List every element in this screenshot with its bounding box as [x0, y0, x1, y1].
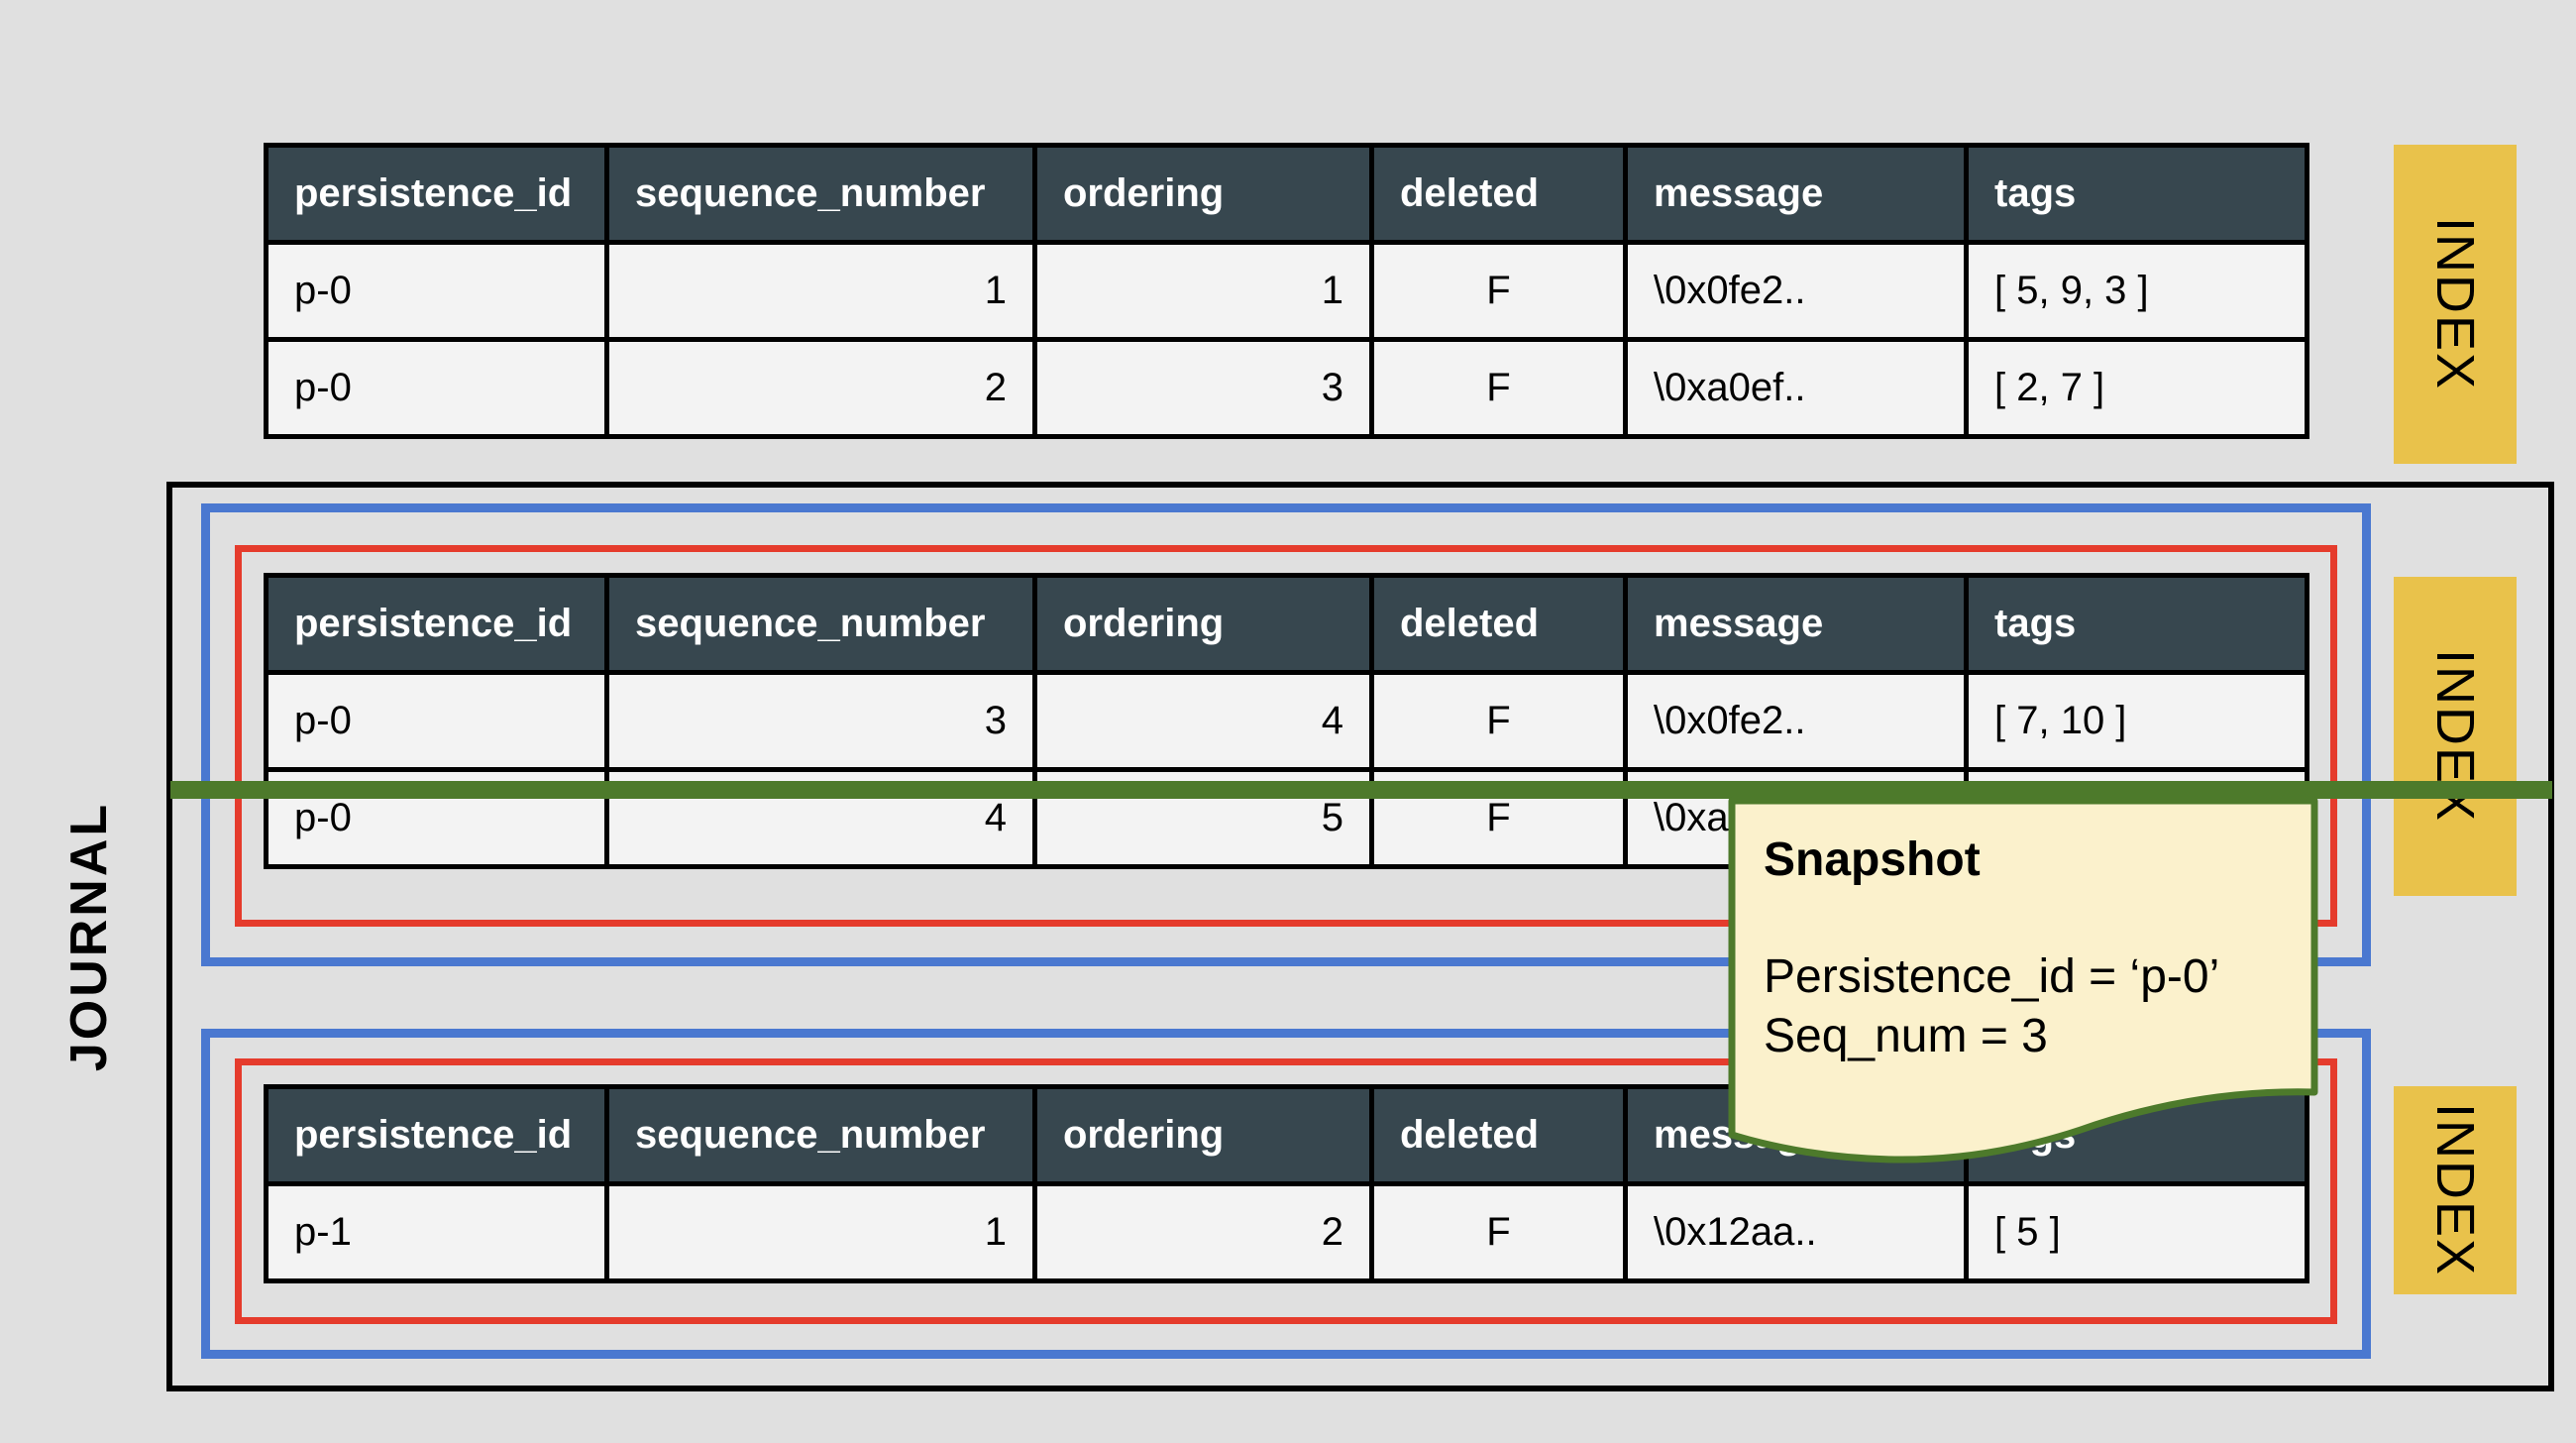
- index-label: INDEX: [2425, 1103, 2485, 1277]
- message-cell: \0x12aa..: [1623, 1181, 1969, 1283]
- tags-cell: [ 5 ]: [1964, 1181, 2309, 1283]
- deleted-cell: F: [1369, 240, 1628, 342]
- persistence-id-cell: p-0: [264, 240, 609, 342]
- table-row: p-0 2 3 F \0xa0ef.. [ 2, 7 ]: [264, 337, 2309, 439]
- deleted-cell: F: [1369, 670, 1628, 772]
- table-header-row: persistence_id sequence_number ordering …: [264, 573, 2309, 675]
- snapshot-boundary-line: [170, 781, 2552, 799]
- column-header: tags: [1964, 573, 2309, 675]
- ordering-cell: 2: [1032, 1181, 1374, 1283]
- persistence-id-cell: p-0: [264, 337, 609, 439]
- column-header: persistence_id: [264, 573, 609, 675]
- journal-table-1: persistence_id sequence_number ordering …: [264, 143, 2309, 439]
- persistence-id-cell: p-1: [264, 1181, 609, 1283]
- sequence-number-cell: 3: [604, 670, 1037, 772]
- message-cell: \0x0fe2..: [1623, 240, 1969, 342]
- column-header: deleted: [1369, 143, 1628, 245]
- snapshot-seq-num: Seq_num = 3: [1764, 1010, 2048, 1062]
- column-header: sequence_number: [604, 573, 1037, 675]
- ordering-cell: 1: [1032, 240, 1374, 342]
- partition-frame-blue-1: [201, 503, 2371, 966]
- table-header-row: persistence_id sequence_number ordering …: [264, 143, 2309, 245]
- table-row: p-0 1 1 F \0x0fe2.. [ 5, 9, 3 ]: [264, 240, 2309, 342]
- table-header-row: persistence_id sequence_number ordering …: [264, 1084, 2309, 1186]
- tags-cell: [ 7, 10 ]: [1964, 670, 2309, 772]
- column-header: message: [1623, 573, 1969, 675]
- column-header: persistence_id: [264, 1084, 609, 1186]
- message-cell: \0x0fe2..: [1623, 670, 1969, 772]
- index-box-2: INDEX: [2394, 577, 2517, 896]
- column-header: ordering: [1032, 1084, 1374, 1186]
- column-header: deleted: [1369, 1084, 1628, 1186]
- column-header: ordering: [1032, 573, 1374, 675]
- column-header: message: [1623, 143, 1969, 245]
- snapshot-persistence-id: Persistence_id = ‘p-0’: [1764, 950, 2220, 1003]
- sequence-number-cell: 1: [604, 240, 1037, 342]
- journal-frame: [166, 482, 2554, 1391]
- column-header: ordering: [1032, 143, 1374, 245]
- message-cell: \0xa0ef..: [1623, 337, 1969, 439]
- partition-frame-red-1: [235, 545, 2337, 927]
- index-box-1: INDEX: [2394, 145, 2517, 464]
- column-header: persistence_id: [264, 143, 609, 245]
- journal-label: JOURNAL: [60, 801, 118, 1072]
- snapshot-note-shape: [1728, 797, 2318, 1164]
- partition-frame-red-2: [235, 1058, 2337, 1324]
- table-row: p-1 1 2 F \0x12aa.. [ 5 ]: [264, 1181, 2309, 1283]
- partition-frame-blue-2: [201, 1029, 2371, 1359]
- ordering-cell: 4: [1032, 670, 1374, 772]
- tags-cell: [ 5, 9, 3 ]: [1964, 240, 2309, 342]
- sequence-number-cell: 1: [604, 1181, 1037, 1283]
- table-row: p-0 3 4 F \0x0fe2.. [ 7, 10 ]: [264, 670, 2309, 772]
- index-box-3: INDEX: [2394, 1086, 2517, 1294]
- ordering-cell: 3: [1032, 337, 1374, 439]
- deleted-cell: F: [1369, 337, 1628, 439]
- tags-cell: [ 2, 7 ]: [1964, 337, 2309, 439]
- sequence-number-cell: 2: [604, 337, 1037, 439]
- snapshot-title: Snapshot: [1764, 833, 1981, 886]
- column-header: tags: [1964, 143, 2309, 245]
- column-header: deleted: [1369, 573, 1628, 675]
- deleted-cell: F: [1369, 1181, 1628, 1283]
- column-header: sequence_number: [604, 143, 1037, 245]
- column-header: sequence_number: [604, 1084, 1037, 1186]
- persistence-id-cell: p-0: [264, 670, 609, 772]
- index-label: INDEX: [2425, 217, 2485, 391]
- journal-table-3: persistence_id sequence_number ordering …: [264, 1084, 2309, 1283]
- journal-label-wrap: JOURNAL: [0, 802, 188, 1071]
